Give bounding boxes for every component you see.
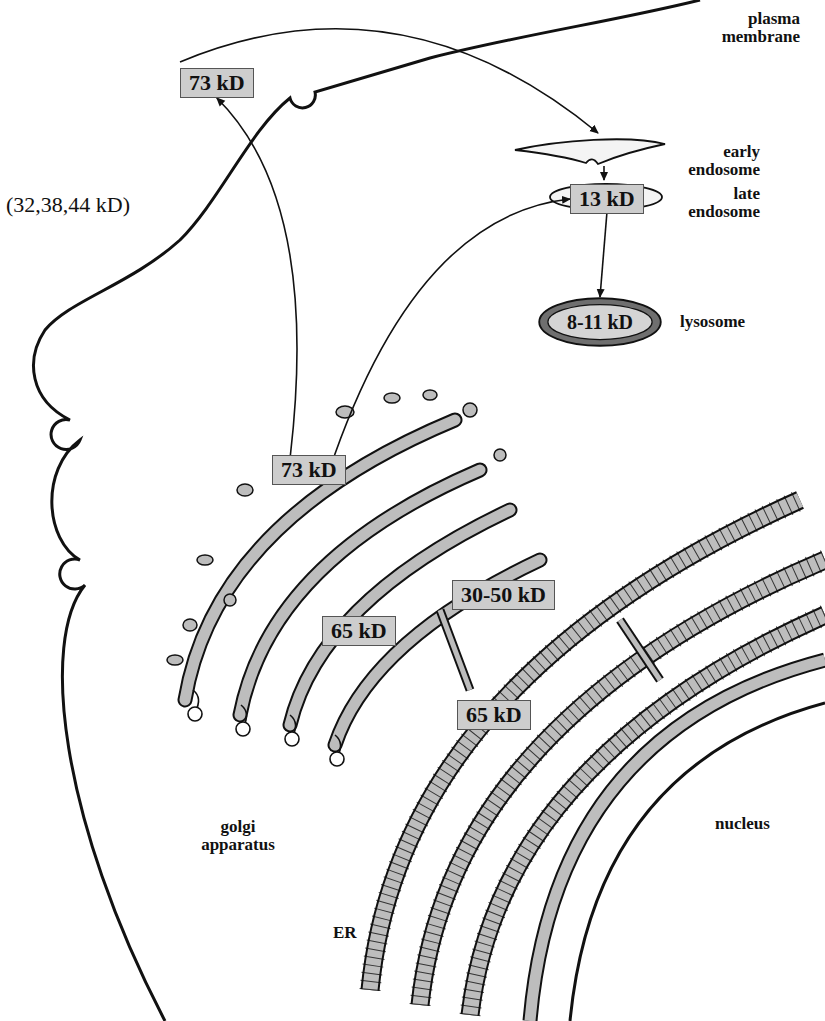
mass-box: 65 kD (457, 700, 531, 730)
mass-label: 13 kD (579, 186, 635, 211)
plasma-membrane (34, 0, 700, 1021)
structure-label: lysosome (680, 313, 745, 331)
nuclear-envelope (530, 660, 825, 1021)
structure-label: (32,38,44 kD) (6, 192, 130, 218)
structure-label: golgi apparatus (188, 818, 288, 854)
mass-label: 73 kD (189, 70, 245, 95)
transport-arrow (603, 166, 605, 180)
mass-label: 8-11 kD (567, 311, 633, 334)
golgi-symbols (188, 690, 344, 766)
mass-label: 30-50 kD (461, 582, 546, 607)
golgi-vesicles (167, 390, 506, 665)
early-endosome (515, 139, 665, 164)
structure-label: plasma membrane (705, 10, 800, 46)
mass-label: 73 kD (281, 457, 337, 482)
late-endosome (550, 184, 662, 210)
mass-box: 30-50 kD (452, 580, 555, 610)
structure-label: ER (333, 924, 357, 942)
mass-box: 65 kD (322, 616, 396, 646)
transport-arrow (335, 199, 570, 455)
mass-box: 73 kD (272, 455, 346, 485)
structure-label: nucleus (715, 815, 770, 833)
mass-box: 73 kD (180, 68, 254, 98)
endocytosis-arrow (180, 29, 598, 133)
mass-box: 13 kD (570, 184, 644, 214)
transport-arrow (217, 98, 297, 455)
lysosome-shape: 8-11 kD (538, 297, 662, 347)
structure-label: early endosome (672, 143, 760, 179)
mass-label: 65 kD (466, 702, 522, 727)
structure-label: late endosome (672, 185, 760, 221)
er-sheets (370, 500, 825, 1015)
transport-arrow (600, 214, 607, 297)
mass-label: 65 kD (331, 618, 387, 643)
